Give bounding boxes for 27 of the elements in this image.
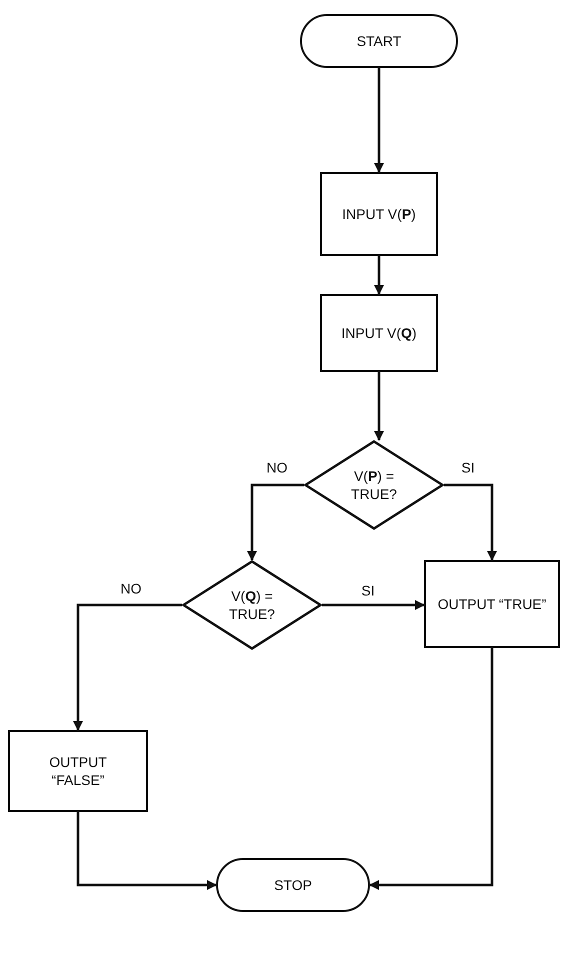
arrow — [73, 604, 182, 731]
node-label: START — [356, 32, 402, 50]
node-label: INPUT V(Q) — [341, 324, 417, 342]
edge-label: NO — [264, 460, 290, 476]
arrow — [322, 600, 425, 610]
arrow — [374, 68, 384, 173]
arrow — [374, 372, 384, 441]
terminal-box — [216, 858, 370, 912]
arrow — [444, 484, 497, 561]
edge-label: NO — [118, 581, 144, 597]
arrow — [76, 812, 217, 890]
arrow — [374, 256, 384, 295]
process-box — [320, 172, 438, 256]
node-label: V(P) = TRUE? — [350, 466, 398, 504]
node-label: STOP — [274, 876, 312, 894]
process-box — [424, 560, 560, 648]
terminal-box — [300, 14, 458, 68]
node-label: INPUT V(P) — [342, 204, 416, 224]
process-box — [8, 730, 148, 812]
node-label: OUTPUT “FALSE” — [48, 752, 108, 790]
node-label: V(Q) = TRUE? — [228, 586, 276, 624]
arrow — [247, 484, 304, 561]
arrow — [369, 648, 494, 890]
process-box — [320, 294, 438, 372]
node-label: OUTPUT “TRUE” — [438, 594, 546, 614]
decision-diamond — [304, 440, 444, 530]
decision-diamond — [182, 560, 322, 650]
